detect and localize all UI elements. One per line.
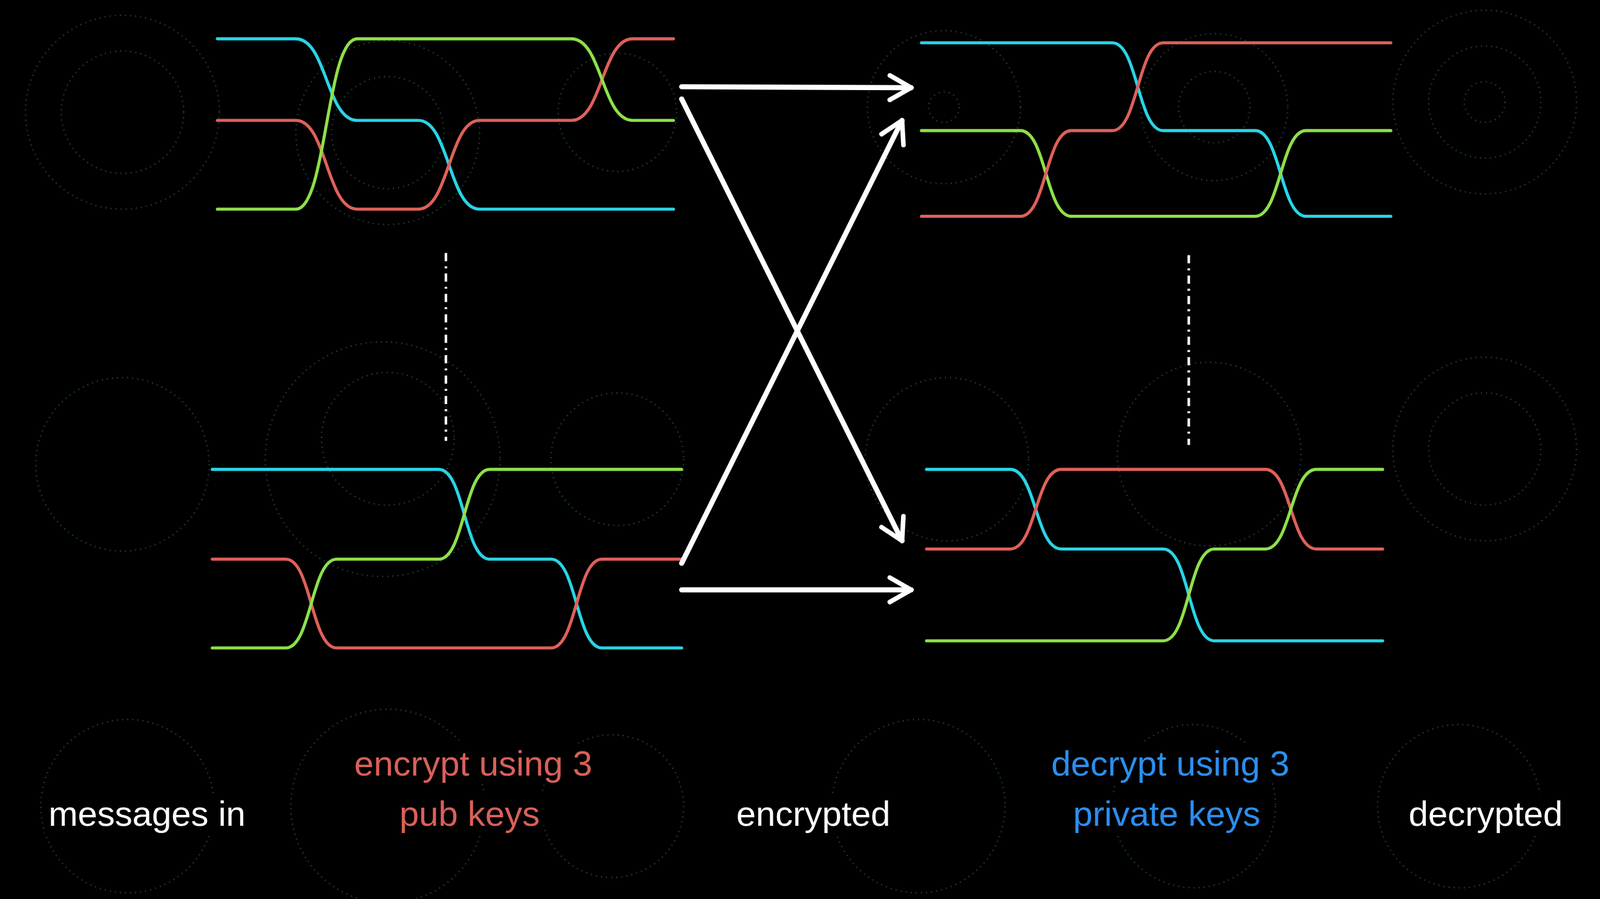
mix-strands	[212, 38, 1392, 649]
label-text: encrypt using 3 pub keys	[350, 743, 592, 834]
orb	[1428, 45, 1541, 159]
background-orbs	[25, 10, 1577, 899]
strand	[926, 469, 1383, 641]
arrow	[681, 120, 902, 564]
strand	[212, 469, 682, 649]
label-text: decrypt using 3 private keys	[1047, 743, 1289, 834]
orb	[1464, 81, 1505, 123]
label-text: messages in	[44, 793, 250, 834]
stage-label: encrypt using 3 pub keys	[329, 738, 614, 839]
stage-label: decrypt using 3 private keys	[1026, 738, 1311, 839]
orb	[61, 50, 184, 174]
orb	[867, 30, 1021, 184]
orb	[928, 91, 960, 123]
orb	[551, 392, 684, 526]
dash-dot-line	[444, 252, 448, 441]
orb	[1428, 392, 1541, 506]
orb	[1140, 33, 1288, 181]
stage-label: messages in	[4, 788, 290, 839]
orb	[265, 341, 500, 577]
label-text: encrypted	[732, 793, 895, 834]
ellipsis-lines	[445, 252, 1190, 445]
orb	[25, 15, 220, 209]
stage-label: decrypted	[1376, 788, 1595, 839]
label-text: decrypted	[1405, 793, 1567, 834]
arrow	[681, 587, 911, 593]
shuffle-arrows	[681, 86, 911, 591]
strand	[926, 469, 1383, 550]
strand	[217, 38, 674, 210]
dash-dot-line	[1187, 255, 1190, 446]
strand	[921, 130, 1392, 217]
strand	[926, 469, 1383, 641]
orb	[1393, 357, 1578, 541]
orb	[321, 372, 454, 506]
orb	[35, 377, 210, 552]
orb	[1117, 362, 1302, 547]
strand	[921, 42, 1392, 217]
strand	[217, 38, 674, 210]
stage-label: encrypted	[671, 788, 956, 839]
orb	[1393, 10, 1578, 195]
strand	[212, 559, 682, 649]
strand	[921, 42, 1392, 217]
strand	[212, 469, 682, 649]
arrow	[681, 99, 902, 541]
orb	[331, 76, 444, 190]
strand	[217, 38, 674, 210]
arrow	[681, 86, 911, 88]
